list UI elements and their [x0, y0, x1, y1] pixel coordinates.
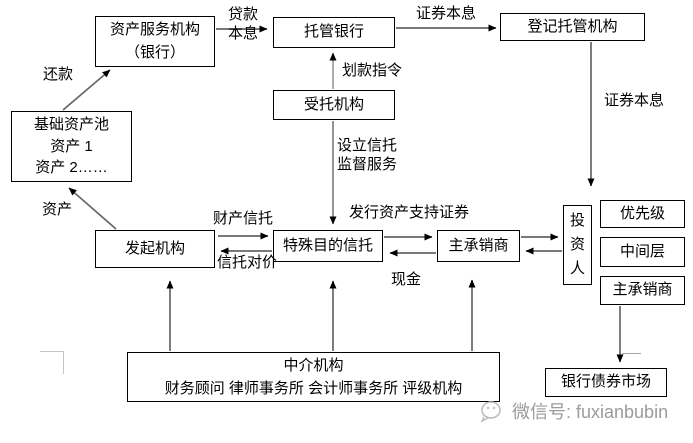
node-asset-pool-line2: 资产 1	[50, 137, 93, 155]
edge-label-loan-line2: 本息	[227, 24, 258, 42]
node-intermediary-line1: 中介机构	[283, 356, 344, 374]
node-tranche-mezzanine: 中间层	[600, 237, 685, 267]
node-asset-service-line2: （银行）	[124, 43, 185, 61]
node-lead-underwriter: 主承销商	[437, 230, 520, 262]
node-spt-label: 特殊目的信托	[282, 236, 373, 254]
node-bank-bond-market-label: 银行债券市场	[560, 373, 651, 391]
edge-label-trust-consideration: 信托对价	[217, 254, 278, 271]
node-registry-label: 登记托管机构	[527, 17, 618, 35]
edge-label-setup-trust-line2: 监督服务	[337, 155, 398, 173]
edge-label-transfer-order: 划款指令	[342, 62, 403, 79]
watermark: 微信号: fuxianbubin	[480, 398, 668, 424]
edge-label-securities-pi-right: 证券本息	[604, 92, 665, 109]
edge-label-property-trust: 财产信托	[213, 210, 274, 227]
node-tranche-underwriter: 主承销商	[600, 276, 685, 305]
node-tranche-mezzanine-label: 中间层	[619, 242, 665, 260]
node-bank-bond-market: 银行债券市场	[545, 368, 667, 397]
node-tranche-underwriter-label: 主承销商	[612, 281, 673, 299]
node-registry-org: 登记托管机构	[500, 13, 645, 41]
edge-label-securities-pi-top: 证券本息	[416, 5, 477, 22]
node-trustee-label: 受托机构	[303, 95, 364, 113]
node-custodian-bank: 托管银行	[273, 17, 395, 48]
node-tranche-senior: 优先级	[600, 200, 685, 228]
node-originator: 发起机构	[95, 230, 215, 268]
edge-label-loan-principal-interest: 贷款 本息	[224, 6, 262, 44]
node-asset-service-org: 资产服务机构 （银行）	[95, 16, 215, 67]
node-originator-label: 发起机构	[124, 239, 185, 257]
node-custodian-bank-label: 托管银行	[303, 23, 364, 41]
edge-label-setup-trust-line1: 设立信托	[337, 137, 398, 154]
node-trustee-org: 受托机构	[273, 90, 395, 120]
node-intermediary-orgs: 中介机构 财务顾问 律师事务所 会计师事务所 评级机构	[127, 352, 500, 402]
edge-label-repayment: 还款	[43, 66, 74, 83]
watermark-text: 微信号: fuxianbubin	[512, 402, 669, 422]
edge-label-issue-abs: 发行资产支持证券	[349, 204, 470, 221]
node-tranche-senior-label: 优先级	[619, 204, 665, 222]
node-asset-pool: 基础资产池 资产 1 资产 2……	[11, 111, 132, 182]
node-intermediary-line2: 财务顾问 律师事务所 会计师事务所 评级机构	[164, 380, 463, 397]
edge-label-loan-line1: 贷款	[227, 6, 258, 23]
node-investor: 投资人	[563, 205, 592, 285]
edge-label-setup-trust: 设立信托 监督服务	[337, 137, 397, 175]
wechat-icon	[480, 401, 501, 423]
faint-gray-tick	[622, 353, 641, 354]
node-asset-pool-line3: 资产 2……	[35, 159, 108, 177]
node-special-purpose-trust: 特殊目的信托	[273, 230, 383, 262]
edge-label-cash: 现金	[391, 271, 422, 288]
node-asset-pool-line1: 基础资产池	[33, 115, 109, 133]
node-asset-service-line1: 资产服务机构	[109, 21, 200, 38]
arrow-originator-to-pool	[68, 187, 117, 230]
arrow-pool-to-service	[62, 69, 111, 111]
node-underwriter-label: 主承销商	[448, 236, 509, 254]
faint-corner-mark	[40, 351, 64, 374]
edge-label-assets: 资产	[42, 201, 73, 218]
node-investor-label: 投资人	[569, 212, 585, 277]
